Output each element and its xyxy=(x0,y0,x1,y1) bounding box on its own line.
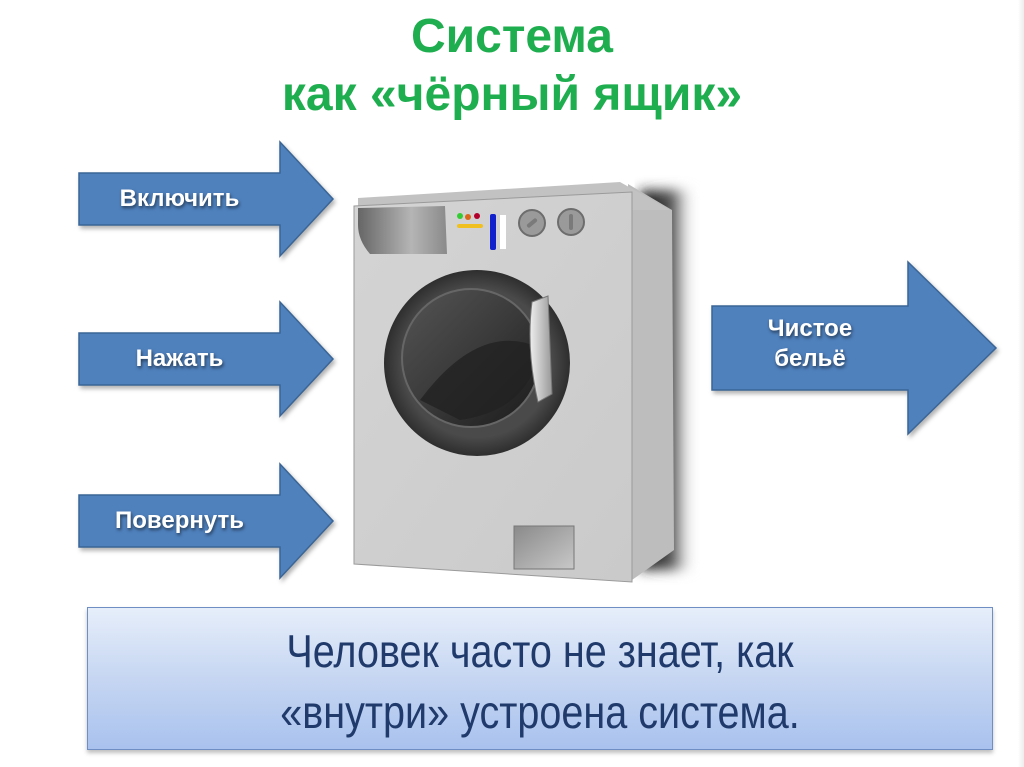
arrow-label: Включить xyxy=(119,185,240,212)
slide-title: Система как «чёрный ящик» xyxy=(0,8,1024,124)
slide-edge xyxy=(1018,0,1024,767)
washing-machine-icon xyxy=(353,182,695,583)
right-arrow-icon xyxy=(78,300,335,418)
title-line-2: как «чёрный ящик» xyxy=(281,68,743,121)
arrow-label-line-1: Чистое xyxy=(767,315,853,342)
right-arrow-icon xyxy=(711,260,998,436)
caption-box: Человек часто не знает, как «внутри» уст… xyxy=(87,607,993,750)
input-arrow-press: Нажать xyxy=(75,300,337,418)
arrow-label: Нажать xyxy=(135,345,224,372)
right-arrow-icon xyxy=(78,140,335,258)
washing-machine-image xyxy=(340,170,700,600)
output-arrow-clean-laundry: Чистое бельё xyxy=(710,260,1000,436)
input-arrow-turn: Повернуть xyxy=(75,462,337,580)
caption-line-2: «внутри» устроена система. xyxy=(280,686,800,738)
caption-line-1: Человек часто не знает, как xyxy=(286,625,794,677)
input-arrow-turn-on: Включить xyxy=(75,140,337,258)
arrow-label: Повернуть xyxy=(115,507,244,534)
arrow-label-line-2: бельё xyxy=(774,345,846,372)
title-line-1: Система xyxy=(410,10,613,63)
right-arrow-icon xyxy=(78,462,335,580)
arrow-label: Чистое бельё xyxy=(712,314,908,374)
